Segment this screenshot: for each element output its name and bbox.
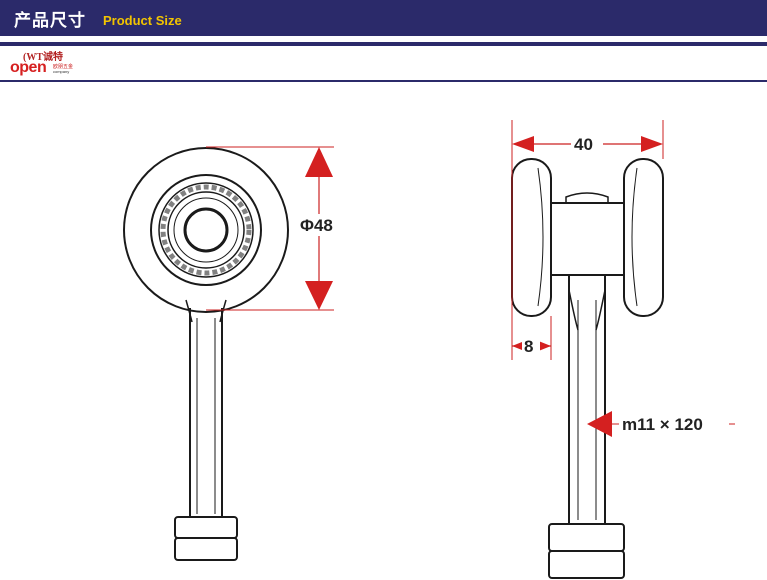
bolt-callout: m11 × 120 [587, 411, 735, 437]
side-stem [568, 275, 606, 524]
section-title-cn: 产品尺寸 [14, 11, 86, 31]
thickness-dimension: 8 [512, 316, 552, 360]
front-stem [189, 308, 223, 518]
front-wheel-outer [123, 147, 289, 313]
front-nut-top [174, 516, 238, 539]
bolt-arrow [587, 411, 612, 437]
logo-subtitle-cn: 欧朋五金 [53, 64, 74, 70]
front-bearing-race [173, 197, 239, 263]
header-stripe [0, 36, 767, 42]
front-bearing-inner [167, 191, 245, 269]
diameter-label: Φ48 [300, 216, 333, 235]
brand-logo: (WT诚特 open 欧朋五金 company [10, 48, 86, 78]
header-banner [0, 0, 767, 36]
front-axle-hole [183, 207, 229, 253]
dim-arrow-down [305, 281, 333, 310]
logo-brand-text: open [10, 59, 47, 76]
side-wheel-right [623, 158, 664, 317]
side-wheel-left [511, 158, 552, 317]
diameter-dimension: Φ48 [206, 146, 340, 311]
front-neck [185, 299, 227, 323]
bolt-label: m11 × 120 [622, 415, 703, 434]
front-nut-bottom [174, 537, 238, 561]
side-hub [550, 202, 625, 276]
side-nut-bottom [548, 550, 625, 579]
thickness-label: 8 [524, 337, 533, 356]
front-bearing-outer [158, 182, 254, 278]
side-wheel-left-inner [537, 167, 544, 307]
side-wheel-right-inner [631, 167, 638, 307]
side-neck [568, 289, 606, 331]
side-nut-top [548, 523, 625, 552]
logo-subtitle-en: company [53, 69, 70, 74]
header-underline [0, 42, 767, 46]
dim40-arrow-right [641, 136, 663, 152]
logo-brand: open [10, 59, 47, 77]
side-view [511, 158, 664, 579]
dim-arrow-up [305, 147, 333, 177]
width-label: 40 [574, 135, 593, 154]
front-bearing-balls [160, 184, 252, 276]
header-rule [0, 80, 767, 82]
front-wheel-ring [150, 174, 262, 286]
dim40-arrow-left [512, 136, 534, 152]
side-hub-top [565, 192, 609, 203]
side-stem-inner [577, 300, 597, 520]
logo-top-text: (WT诚特 [23, 52, 63, 63]
section-title-en: Product Size [103, 13, 182, 28]
width-dimension: 40 [511, 120, 664, 360]
front-stem-inner [196, 318, 216, 514]
front-view [123, 147, 289, 561]
